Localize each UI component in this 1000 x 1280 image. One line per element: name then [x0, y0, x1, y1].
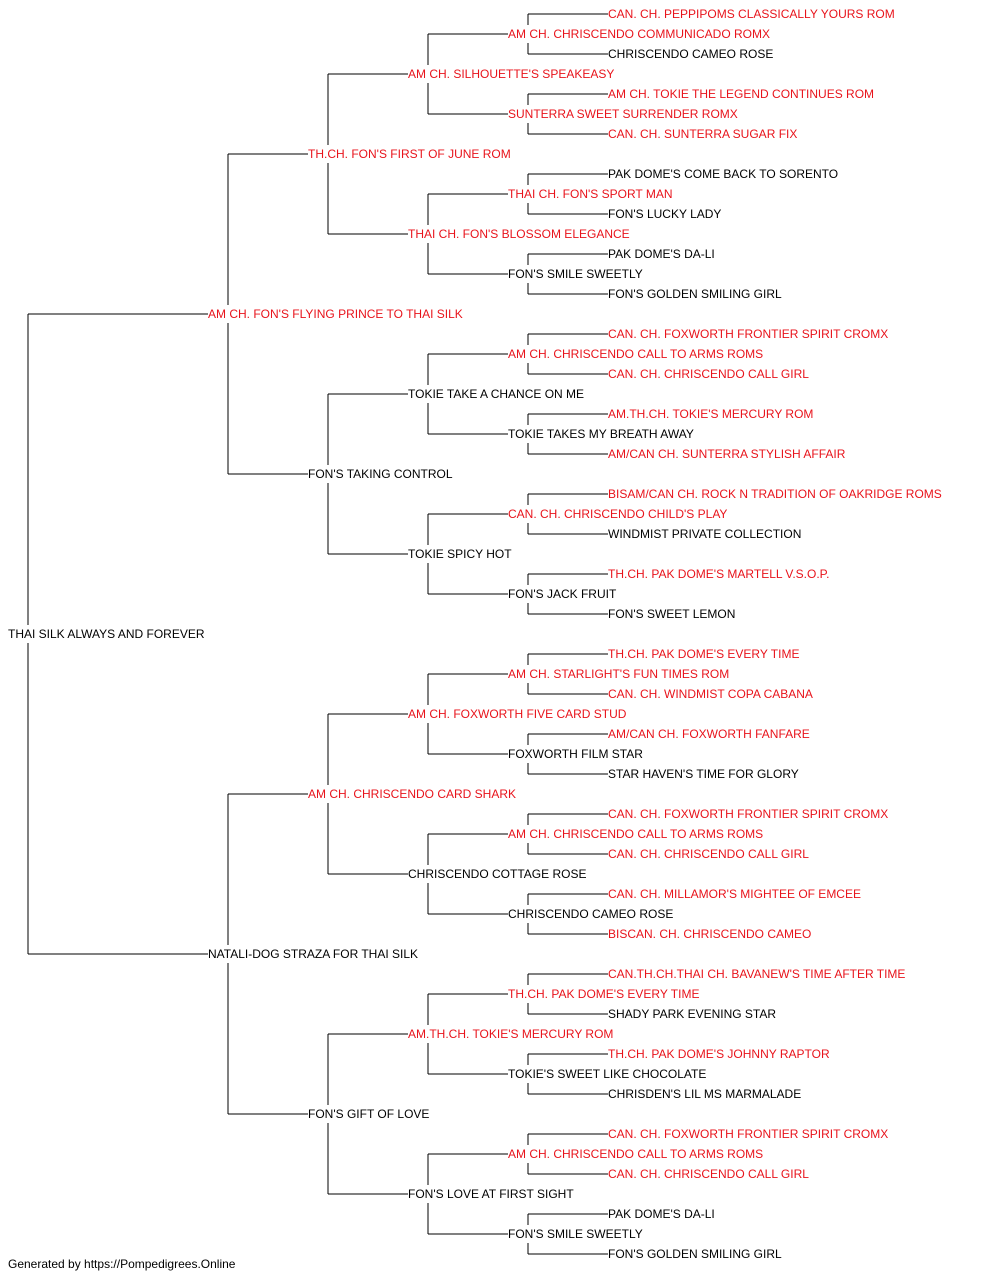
ancestor-name: FON'S GOLDEN SMILING GIRL: [608, 1247, 782, 1261]
ancestor-name: TH.CH. FON'S FIRST OF JUNE ROM: [308, 147, 511, 161]
ancestor-name: TOKIE SPICY HOT: [408, 547, 512, 561]
ancestor-name: SHADY PARK EVENING STAR: [608, 1007, 776, 1021]
ancestor-name: STAR HAVEN'S TIME FOR GLORY: [608, 767, 799, 781]
ancestor-name: BISCAN. CH. CHRISCENDO CAMEO: [608, 927, 811, 941]
ancestor-name: CHRISCENDO CAMEO ROSE: [608, 47, 773, 61]
ancestor-name: AM CH. CHRISCENDO CALL TO ARMS ROMS: [508, 1147, 763, 1161]
ancestor-name: AM CH. FON'S FLYING PRINCE TO THAI SILK: [208, 307, 463, 321]
ancestor-name: PAK DOME'S DA-LI: [608, 1207, 715, 1221]
ancestor-name: CAN. CH. FOXWORTH FRONTIER SPIRIT CROMX: [608, 807, 888, 821]
ancestor-name: NATALI-DOG STRAZA FOR THAI SILK: [208, 947, 418, 961]
ancestor-name: CAN. CH. CHRISCENDO CALL GIRL: [608, 1167, 809, 1181]
ancestor-name: FOXWORTH FILM STAR: [508, 747, 643, 761]
ancestor-name: CHRISDEN'S LIL MS MARMALADE: [608, 1087, 801, 1101]
ancestor-name: PAK DOME'S COME BACK TO SORENTO: [608, 167, 838, 181]
ancestor-name: AM CH. CHRISCENDO CALL TO ARMS ROMS: [508, 347, 763, 361]
ancestor-name: THAI CH. FON'S BLOSSOM ELEGANCE: [408, 227, 630, 241]
ancestor-name: AM.TH.CH. TOKIE'S MERCURY ROM: [608, 407, 813, 421]
ancestor-name: TH.CH. PAK DOME'S EVERY TIME: [508, 987, 699, 1001]
ancestor-name: AM CH. SILHOUETTE'S SPEAKEASY: [408, 67, 614, 81]
ancestor-name: SUNTERRA SWEET SURRENDER ROMX: [508, 107, 738, 121]
ancestor-name: CAN. CH. MILLAMOR'S MIGHTEE OF EMCEE: [608, 887, 861, 901]
ancestor-name: TOKIE TAKE A CHANCE ON ME: [408, 387, 584, 401]
ancestor-name: CAN.TH.CH.THAI CH. BAVANEW'S TIME AFTER …: [608, 967, 905, 981]
ancestor-name: TOKIE'S SWEET LIKE CHOCOLATE: [508, 1067, 706, 1081]
ancestor-name: CAN. CH. WINDMIST COPA CABANA: [608, 687, 813, 701]
ancestor-name: FON'S GOLDEN SMILING GIRL: [608, 287, 782, 301]
ancestor-name: FON'S TAKING CONTROL: [308, 467, 453, 481]
ancestor-name: FON'S SMILE SWEETLY: [508, 267, 643, 281]
ancestor-name: TH.CH. PAK DOME'S EVERY TIME: [608, 647, 799, 661]
ancestor-name: AM CH. CHRISCENDO CARD SHARK: [308, 787, 516, 801]
ancestor-name: CAN. CH. FOXWORTH FRONTIER SPIRIT CROMX: [608, 327, 888, 341]
ancestor-name: CHRISCENDO COTTAGE ROSE: [408, 867, 586, 881]
ancestor-name: CAN. CH. CHRISCENDO CALL GIRL: [608, 847, 809, 861]
ancestor-name: AM CH. FOXWORTH FIVE CARD STUD: [408, 707, 627, 721]
ancestor-name: AM/CAN CH. FOXWORTH FANFARE: [608, 727, 810, 741]
ancestor-name: CAN. CH. CHRISCENDO CALL GIRL: [608, 367, 809, 381]
ancestor-name: THAI CH. FON'S SPORT MAN: [508, 187, 673, 201]
ancestor-name: FON'S JACK FRUIT: [508, 587, 617, 601]
ancestor-name: CAN. CH. SUNTERRA SUGAR FIX: [608, 127, 797, 141]
ancestor-name: TH.CH. PAK DOME'S MARTELL V.S.O.P.: [608, 567, 829, 581]
ancestor-name: AM.TH.CH. TOKIE'S MERCURY ROM: [408, 1027, 613, 1041]
ancestor-name: CAN. CH. CHRISCENDO CHILD'S PLAY: [508, 507, 727, 521]
ancestor-name: AM/CAN CH. SUNTERRA STYLISH AFFAIR: [608, 447, 846, 461]
subject-dog-name: THAI SILK ALWAYS AND FOREVER: [8, 627, 205, 641]
ancestor-name: AM CH. CHRISCENDO COMMUNICADO ROMX: [508, 27, 770, 41]
ancestor-name: FON'S GIFT OF LOVE: [308, 1107, 429, 1121]
ancestor-name: CHRISCENDO CAMEO ROSE: [508, 907, 673, 921]
ancestor-name: BISAM/CAN CH. ROCK N TRADITION OF OAKRID…: [608, 487, 942, 501]
ancestor-name: CAN. CH. FOXWORTH FRONTIER SPIRIT CROMX: [608, 1127, 888, 1141]
ancestor-name: AM CH. STARLIGHT'S FUN TIMES ROM: [508, 667, 729, 681]
ancestor-name: WINDMIST PRIVATE COLLECTION: [608, 527, 801, 541]
ancestor-name: TOKIE TAKES MY BREATH AWAY: [508, 427, 694, 441]
ancestor-name: FON'S LUCKY LADY: [608, 207, 721, 221]
ancestor-name: FON'S SMILE SWEETLY: [508, 1227, 643, 1241]
ancestor-name: FON'S SWEET LEMON: [608, 607, 735, 621]
footer-generated-by: Generated by https://Pompedigrees.Online: [8, 1257, 236, 1271]
ancestor-name: FON'S LOVE AT FIRST SIGHT: [408, 1187, 574, 1201]
ancestor-name: TH.CH. PAK DOME'S JOHNNY RAPTOR: [608, 1047, 830, 1061]
ancestor-name: AM CH. TOKIE THE LEGEND CONTINUES ROM: [608, 87, 874, 101]
ancestor-name: PAK DOME'S DA-LI: [608, 247, 715, 261]
ancestor-name: AM CH. CHRISCENDO CALL TO ARMS ROMS: [508, 827, 763, 841]
ancestor-name: CAN. CH. PEPPIPOMS CLASSICALLY YOURS ROM: [608, 7, 895, 21]
